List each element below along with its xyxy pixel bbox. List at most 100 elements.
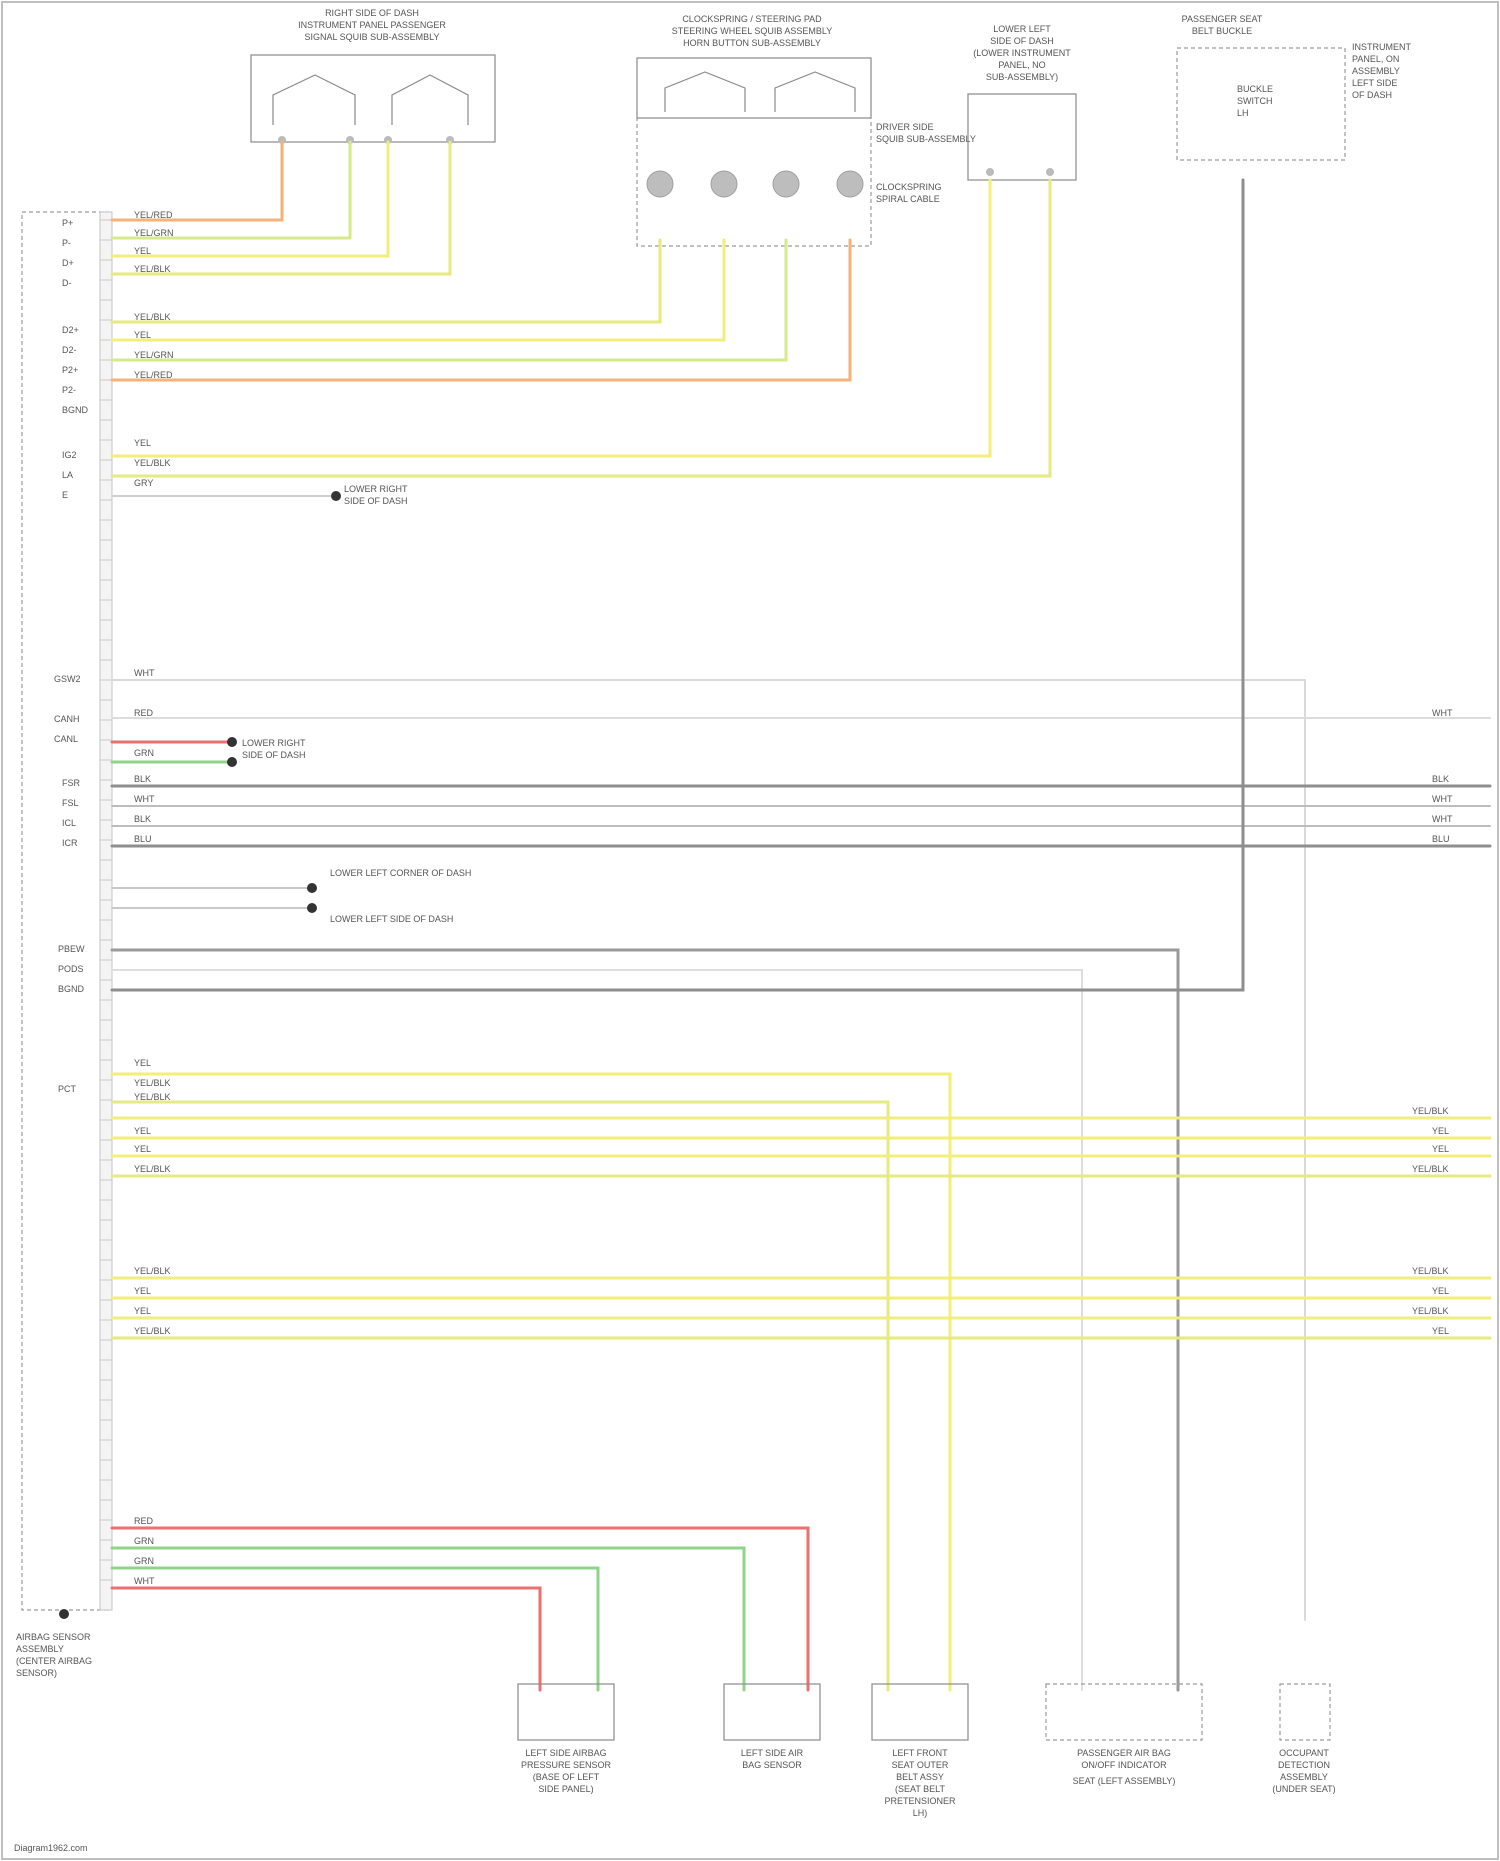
pin-label: ICR [62,838,78,848]
wire-label: BLK [134,814,151,824]
bottom-components: LEFT SIDE AIRBAG PRESSURE SENSOR (BASE O… [518,1684,1336,1818]
bottom-label: DETECTION [1278,1760,1330,1770]
pin-label: FSR [62,778,81,788]
top-mid-label-1: CLOCKSPRING / STEERING PAD [682,14,822,24]
far-right-inner-3: LH [1237,108,1249,118]
bottom-label: LEFT SIDE AIR [741,1748,804,1758]
wire-label: YEL/GRN [134,228,174,238]
wire-label: YEL/BLK [134,312,171,322]
wire-label: RED [134,708,154,718]
wire-yel-grn-1 [112,142,350,238]
bottom-label: SIDE PANEL) [538,1784,593,1794]
wire-label: YEL [134,438,151,448]
pin-label: LA [62,470,73,480]
wire-yel-blk-3 [112,180,1050,476]
far-right-side-2: PANEL, ON [1352,54,1399,64]
wire-label: YEL [134,1306,151,1316]
wire-label: YEL [134,1144,151,1154]
pin-label: D- [62,278,72,288]
top-left-label-3: SIGNAL SQUIB SUB-ASSEMBLY [304,32,439,42]
far-right-side-3: ASSEMBLY [1352,66,1400,76]
left-module-label-2: ASSEMBLY [16,1644,64,1654]
wire-label: YEL [134,1286,151,1296]
pin-label: BGND [62,405,89,415]
wire-label-right: YEL [1432,1286,1449,1296]
wire-label: YEL/RED [134,370,173,380]
far-right-module: PASSENGER SEAT BELT BUCKLE BUCKLE SWITCH… [1177,14,1411,160]
footer-watermark: Diagram1962.com [14,1843,88,1853]
pin-label: FSL [62,798,79,808]
pin-labels-a: P+ P- D+ D- [62,218,74,288]
pin-label: D2+ [62,325,79,335]
pin-labels-b: D2+ D2- P2+ P2- BGND [62,325,89,415]
bottom-label: SEAT OUTER [892,1760,949,1770]
pin-labels-d: GSW2 CANH CANL FSR FSL ICL ICR [54,674,81,848]
far-right-label-1: PASSENGER SEAT [1182,14,1263,24]
wire-label-right: WHT [1432,794,1453,804]
wire-label-right: YEL/BLK [1412,1164,1449,1174]
pin-label: P2+ [62,365,78,375]
wire-gry-4 [112,180,1243,990]
bottom-label: (SEAT BELT [895,1784,946,1794]
wire-label: YEL [134,246,151,256]
top-left-module: RIGHT SIDE OF DASH INSTRUMENT PANEL PASS… [251,8,495,144]
pin-label: PBEW [58,944,85,954]
top-mid-side-4: SPIRAL CABLE [876,194,940,204]
wire-label: BLK [134,774,151,784]
wire-label-right: WHT [1432,814,1453,824]
top-right-label-1: LOWER LEFT [993,24,1051,34]
wire-label: BLU [134,834,152,844]
wire-wht-1 [112,680,1305,1620]
top-right-label-2: SIDE OF DASH [990,36,1054,46]
top-right-module: LOWER LEFT SIDE OF DASH (LOWER INSTRUMEN… [968,24,1076,180]
ground-note-2: SIDE OF DASH [344,496,408,506]
left-module-label-1: AIRBAG SENSOR [16,1632,91,1642]
wire-label: GRN [134,748,154,758]
bottom-label: PRESSURE SENSOR [521,1760,612,1770]
wire-label: GRN [134,1536,154,1546]
splice-note-2: LOWER LEFT SIDE OF DASH [330,914,453,924]
top-left-label-2: INSTRUMENT PANEL PASSENGER [298,20,446,30]
far-right-inner-2: SWITCH [1237,96,1273,106]
top-left-label-1: RIGHT SIDE OF DASH [325,8,419,18]
pin-label: CANL [54,734,78,744]
bottom-label: LH) [913,1808,928,1818]
bottom-label: BAG SENSOR [742,1760,802,1770]
pin-label: CANH [54,714,80,724]
wire-grn-bottom-2 [112,1568,598,1690]
wire-label: YEL/RED [134,210,173,220]
bottom-sub-label: SEAT (LEFT ASSEMBLY) [1073,1776,1176,1786]
pin-label: BGND [58,984,85,994]
pin-label: P- [62,238,71,248]
bottom-label: ON/OFF INDICATOR [1081,1760,1167,1770]
top-mid-side-3: CLOCKSPRING [876,182,942,192]
pin-label: ICL [62,818,76,828]
can-note-2: SIDE OF DASH [242,750,306,760]
top-mid-side-1: DRIVER SIDE [876,122,934,132]
top-right-label-5: SUB-ASSEMBLY) [986,72,1058,82]
pin-label: P+ [62,218,73,228]
wire-label-right: WHT [1432,708,1453,718]
wire-label: YEL/BLK [134,1092,171,1102]
wire-label: WHT [134,668,155,678]
wire-label-right: BLK [1432,774,1449,784]
wire-label: RED [134,1516,154,1526]
wire-label-right: YEL [1432,1126,1449,1136]
pin-label: D+ [62,258,74,268]
left-module-label-3: (CENTER AIRBAG [16,1656,92,1666]
bottom-label: OCCUPANT [1279,1748,1329,1758]
wire-gry-2 [112,950,1178,1690]
wire-label-right: YEL/BLK [1412,1306,1449,1316]
pin-label: P2- [62,385,76,395]
junctions: LOWER RIGHT SIDE OF DASH LOWER RIGHT SID… [227,484,471,924]
wire-label-right: BLU [1432,834,1450,844]
top-mid-side-2: SQUIB SUB-ASSEMBLY [876,134,976,144]
wire-label-right: YEL [1432,1326,1449,1336]
far-right-side-1: INSTRUMENT [1352,42,1411,52]
wire-red-bottom-2 [112,1588,540,1690]
far-right-side-5: OF DASH [1352,90,1392,100]
bottom-label: LEFT FRONT [892,1748,948,1758]
top-mid-module: CLOCKSPRING / STEERING PAD STEERING WHEE… [637,14,976,246]
